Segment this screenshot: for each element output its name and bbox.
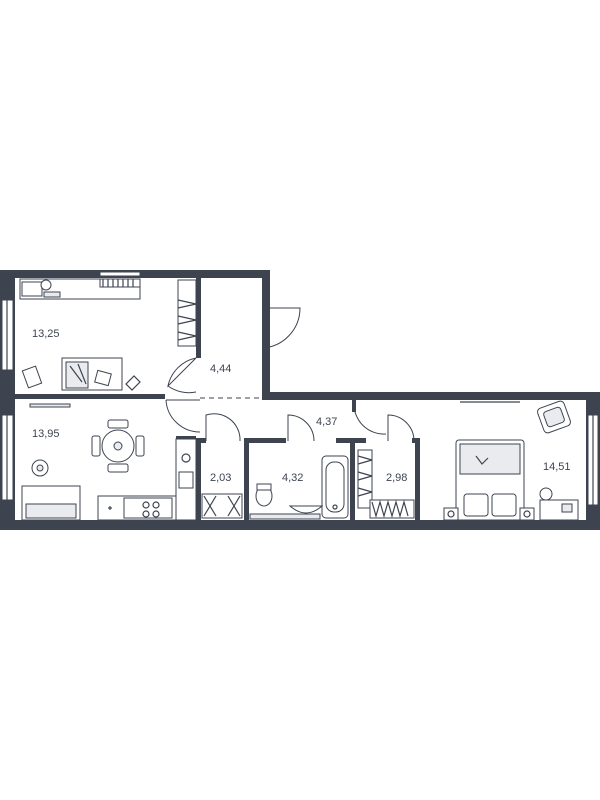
windows xyxy=(1,271,599,506)
area-label-bedroom: 14,51 xyxy=(543,461,571,473)
bedroom-furniture xyxy=(443,400,579,521)
storage-furniture xyxy=(201,493,243,519)
area-label-living-room: 13,95 xyxy=(32,428,60,440)
area-label-hallway: 4,44 xyxy=(210,363,231,375)
doors xyxy=(165,307,415,442)
area-label-kitchen-room: 13,25 xyxy=(32,328,60,340)
wardrobe-furniture xyxy=(357,449,415,519)
entry-door xyxy=(261,307,301,349)
area-label-corridor: 4,37 xyxy=(316,416,337,428)
bathroom-furniture xyxy=(249,455,349,520)
area-label-bathroom: 4,32 xyxy=(282,472,303,484)
area-label-storage: 2,03 xyxy=(210,472,231,484)
living-room-furniture xyxy=(21,403,197,521)
area-label-wardrobe: 2,98 xyxy=(386,472,407,484)
window-top xyxy=(99,271,141,277)
area-labels: 13,25 4,44 13,95 4,37 2,03 4,32 2,98 14,… xyxy=(32,328,571,484)
kitchen-room-furniture xyxy=(19,278,197,391)
